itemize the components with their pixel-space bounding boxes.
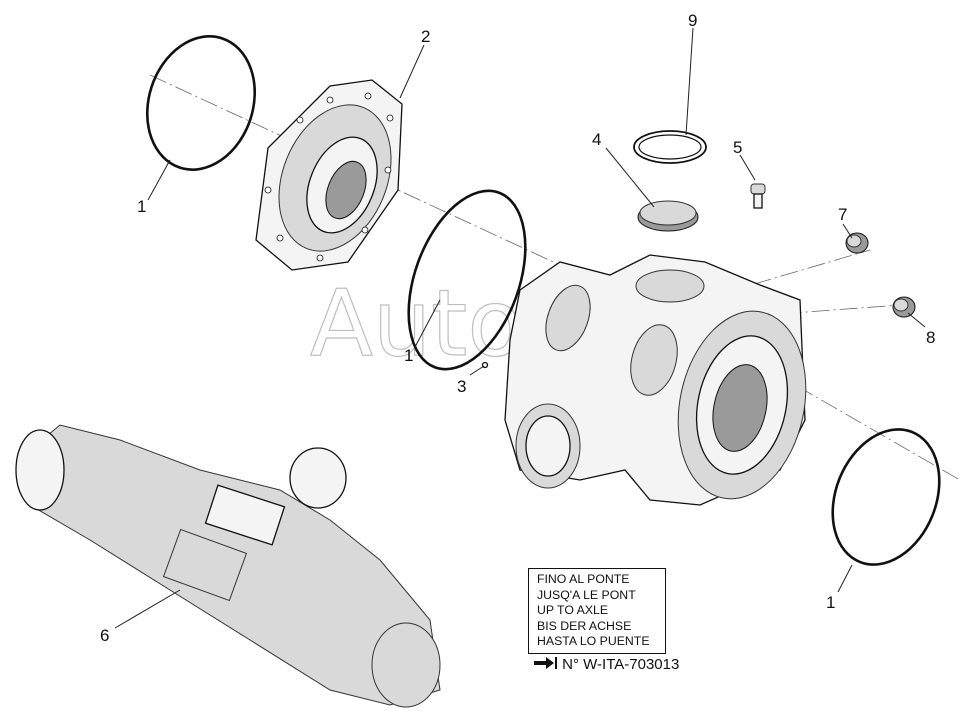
callout-5: 5 [733, 138, 742, 157]
callout-1-left: 1 [137, 197, 146, 216]
plug-part-8 [892, 296, 916, 318]
callout-9: 9 [688, 11, 697, 30]
note-line-de: BIS DER ACHSE [537, 618, 632, 633]
callout-1-middle: 1 [404, 346, 413, 365]
serial-reference-text: N° W-ITA-703013 [562, 656, 680, 673]
applicability-note-box: FINO AL PONTE JUSQ'A LE PONT UP TO AXLE … [528, 568, 666, 654]
plug-disc [637, 200, 699, 232]
o-ring-left [145, 35, 257, 171]
callout-1-right: 1 [826, 593, 835, 612]
callout-4: 4 [592, 130, 601, 149]
plug-part-7 [845, 232, 869, 254]
callout-6: 6 [100, 626, 109, 645]
note-line-fr: JUSQ'A LE PONT [537, 587, 636, 602]
cover-flange [255, 79, 403, 271]
note-line-es: HASTA LO PUENTE [537, 634, 650, 649]
note-line-it: FINO AL PONTE [537, 572, 630, 586]
axle-assembly [15, 424, 441, 708]
callout-7: 7 [838, 205, 847, 224]
callout-3: 3 [457, 377, 466, 396]
snap-ring [633, 130, 707, 164]
o-ring-middle [407, 189, 527, 371]
arrow-to-bar-icon [534, 657, 557, 669]
serial-reference: N° W-ITA-703013 [534, 656, 679, 673]
o-ring-right [831, 428, 941, 566]
callout-2: 2 [421, 27, 430, 46]
axle-housing [504, 254, 807, 506]
snap-ring-inner [638, 134, 702, 160]
callout-8: 8 [926, 328, 935, 347]
leader-lines [114, 27, 926, 629]
breather-fitting [750, 183, 766, 209]
note-line-en: UP TO AXLE [537, 603, 609, 618]
